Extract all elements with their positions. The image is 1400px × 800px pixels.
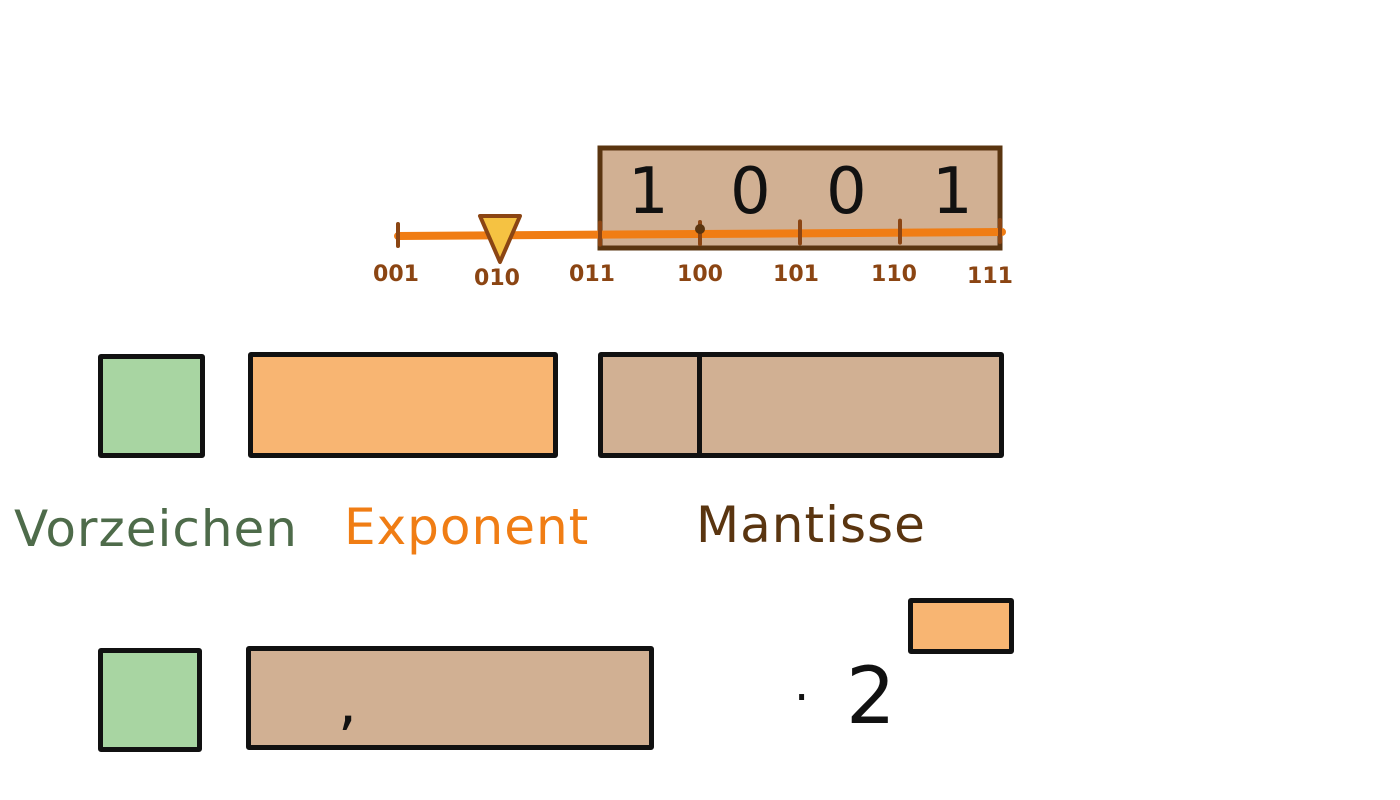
mantissa-field-box (598, 352, 1004, 458)
number-line-ticks (396, 218, 1002, 248)
formula-exponent-box (908, 598, 1014, 654)
number-line-axis (394, 228, 1006, 240)
formula-comma: , (338, 668, 358, 738)
sign-label: Vorzeichen (14, 500, 298, 558)
formula-times: · (794, 670, 810, 726)
decimal-point-dot (695, 224, 705, 234)
mantissa-divider (697, 353, 702, 457)
mantissa-digit-2: 0 (730, 155, 771, 229)
exponent-label: Exponent (344, 498, 590, 556)
tick-label-111: 111 (967, 264, 1013, 289)
tick-label-101: 101 (773, 262, 819, 287)
mantissa-digit-1: 1 (628, 155, 669, 229)
mantissa-label: Mantisse (696, 496, 926, 554)
formula-sign-box (98, 648, 202, 752)
exponent-marker-icon (478, 214, 522, 264)
mantissa-digit-4: 1 (932, 155, 973, 229)
sign-field-box (98, 354, 205, 458)
tick-label-110: 110 (871, 262, 917, 287)
mantissa-digit-3: 0 (826, 155, 867, 229)
tick-label-100: 100 (677, 262, 723, 287)
tick-label-001: 001 (373, 262, 419, 287)
formula-base: 2 (846, 652, 896, 742)
tick-label-010: 010 (474, 266, 520, 291)
exponent-field-box (248, 352, 558, 458)
tick-label-011: 011 (569, 262, 615, 287)
formula-mantissa-box (246, 646, 654, 750)
